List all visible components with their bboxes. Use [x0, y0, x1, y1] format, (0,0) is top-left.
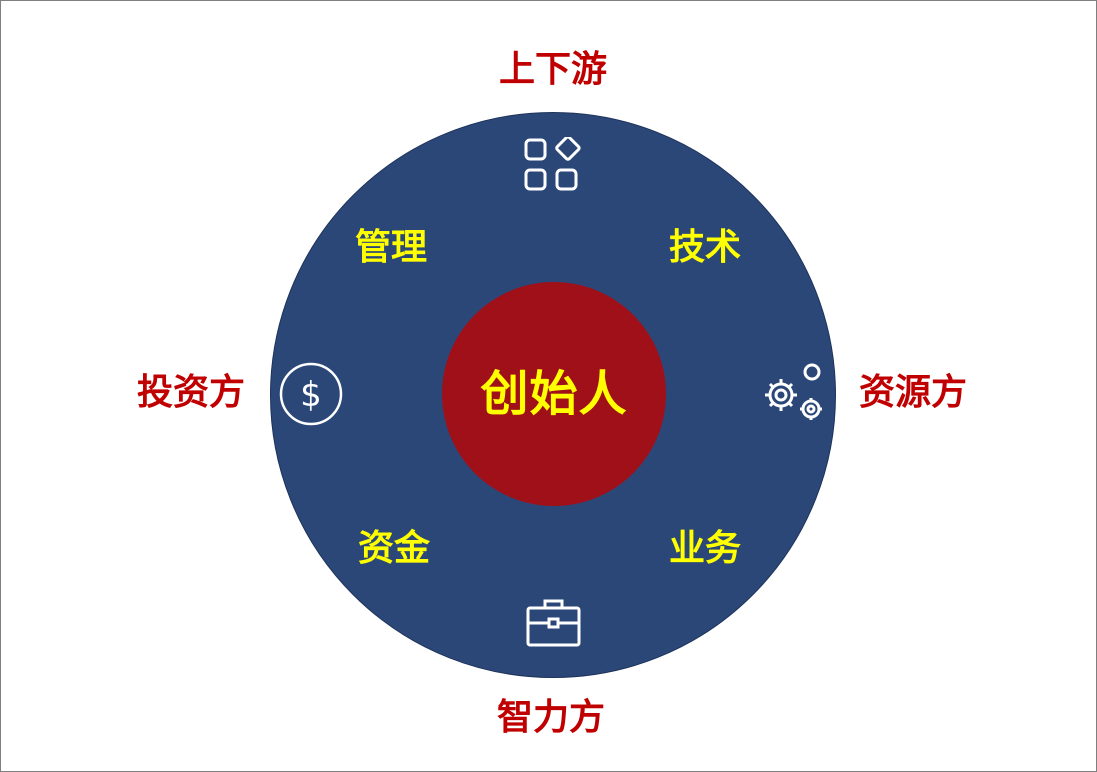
svg-text:$: $: [300, 375, 322, 415]
quadrant-management: 管理: [355, 227, 428, 268]
label-resource-providers: 资源方: [859, 372, 968, 413]
quadrant-business: 业务: [669, 528, 742, 569]
quadrant-technology: 技术: [669, 227, 742, 268]
label-investors: 投资方: [137, 372, 246, 413]
apps-grid-icon: [523, 137, 585, 195]
dollar-coin-icon: $: [278, 362, 344, 428]
gears-icon: [759, 361, 829, 425]
quadrant-funding: 资金: [358, 528, 431, 569]
label-intellectual-partners: 智力方: [497, 697, 606, 738]
briefcase-icon: [525, 597, 583, 649]
center-circle: 创始人: [442, 282, 666, 506]
label-upstream-downstream: 上下游: [499, 49, 608, 90]
center-label: 创始人: [480, 366, 628, 422]
